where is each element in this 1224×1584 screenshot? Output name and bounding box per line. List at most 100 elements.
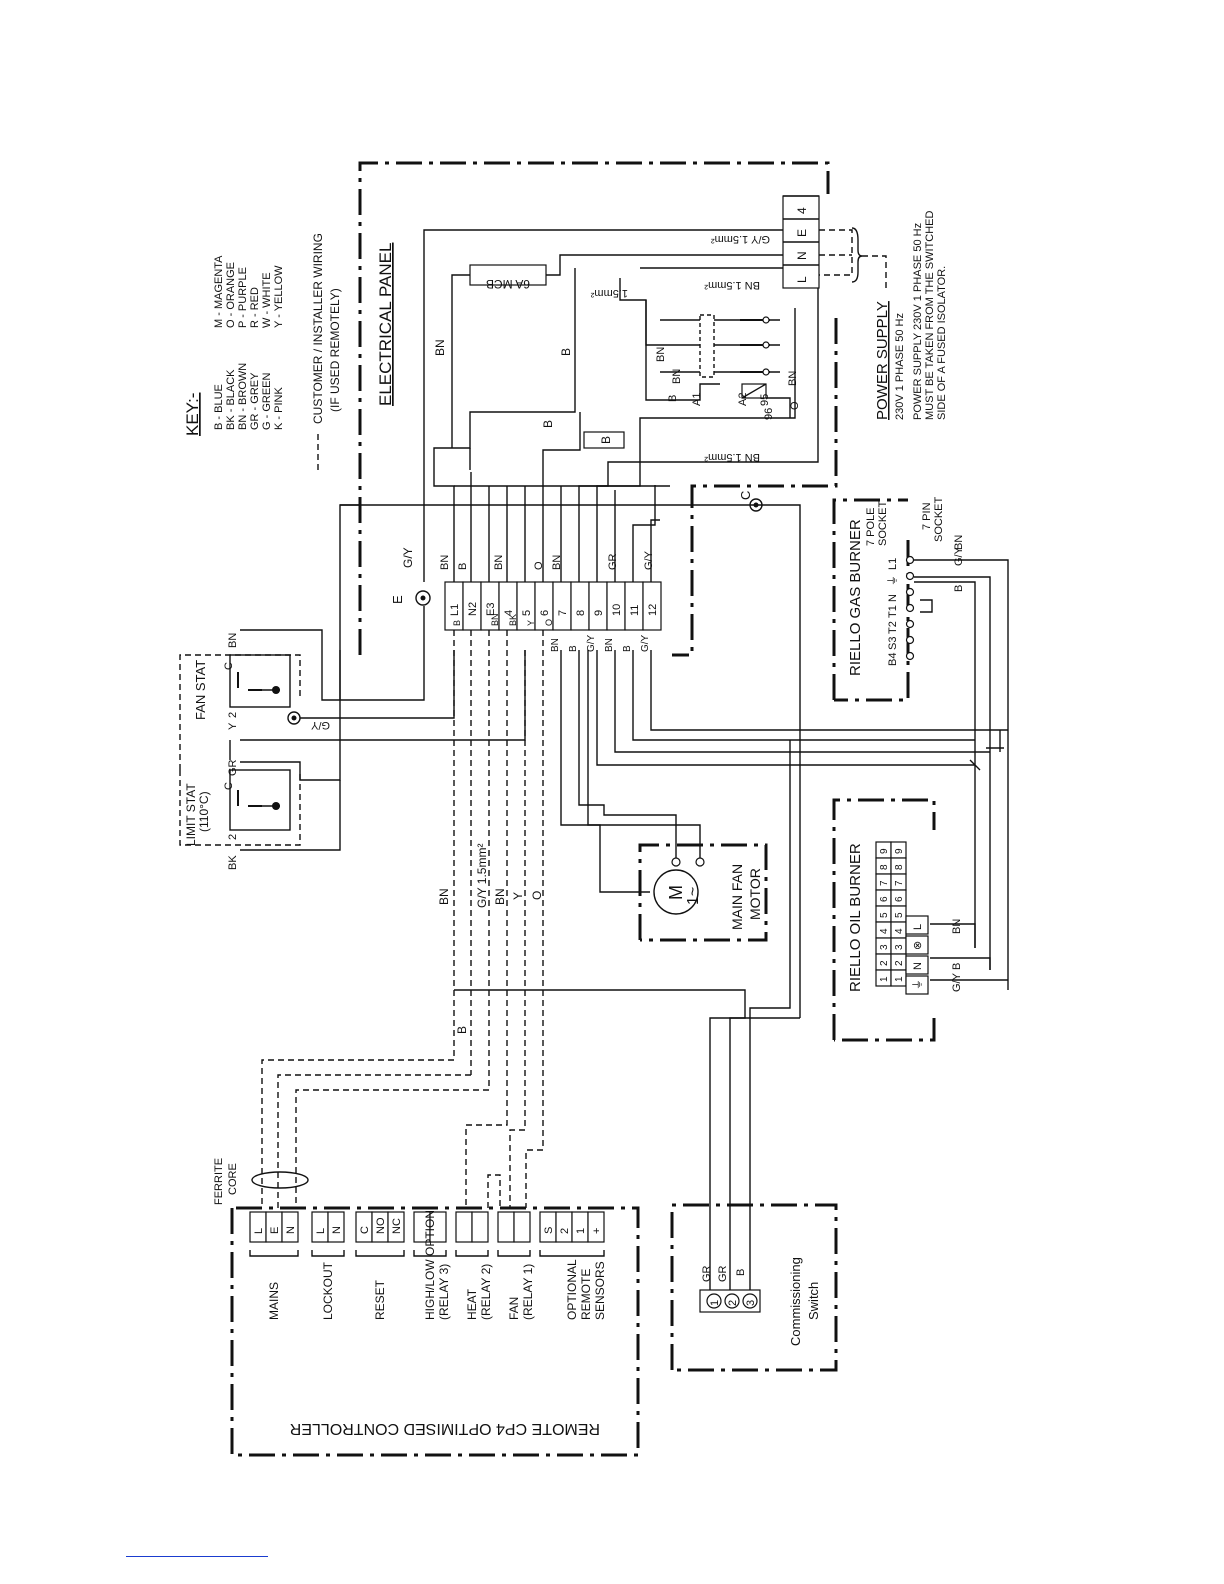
gas-pin	[905, 555, 915, 565]
key-entry: M - MAGENTA	[213, 255, 225, 328]
bottom-wire-label: G/Y	[586, 634, 597, 652]
oil-terminal-label: 4	[894, 928, 905, 934]
ext-wire-label: O	[544, 619, 554, 626]
comm-wire-b: B	[735, 1269, 747, 1276]
oil-terminal-label: 7	[894, 880, 905, 886]
gas-pin	[905, 587, 915, 597]
controller-terminal-label: +	[591, 1228, 603, 1234]
panel-terminal	[588, 581, 608, 631]
contactor-label: A2	[737, 393, 749, 406]
fan-stat-2: 2	[227, 712, 239, 718]
controller-terminal	[497, 1211, 515, 1243]
controller-terminal	[571, 1211, 589, 1243]
controller-terminal	[555, 1211, 573, 1243]
oil-terminal-label: 8	[879, 864, 890, 870]
key-entry: P - PURPLE	[237, 267, 249, 328]
ferrite-core	[251, 1171, 309, 1189]
key-entry: W - WHITE	[261, 272, 273, 328]
ferrite-line1: FERRITE	[213, 1158, 225, 1205]
fan-stat-y: Y	[227, 722, 239, 730]
ext-wire-label: BK	[508, 614, 518, 626]
wire-gy-label: G/Y 1.5mm²	[711, 233, 770, 245]
key-entry: BK - BLACK	[225, 369, 237, 430]
cable-bn1: BN	[437, 888, 451, 905]
key-entry: R - RED	[249, 287, 261, 328]
top-wire-label: G/Y	[643, 550, 655, 570]
panel-terminal-label: L1	[449, 604, 461, 616]
oil-side-terminal	[905, 955, 929, 975]
key-entry: B - BLUE	[213, 384, 225, 430]
panel-terminal	[642, 581, 662, 631]
contactor-label: BN	[671, 369, 683, 384]
cable-gy: G/Y 1.5mm²	[475, 844, 489, 908]
gas-pin-label: L1	[887, 558, 899, 570]
fan-stat-title: FAN STAT	[193, 660, 208, 720]
gas-pin	[905, 619, 915, 629]
gas-pin-label: ⏚	[886, 575, 899, 586]
gas-pin-label: S3	[887, 637, 899, 650]
oil-wire-gy: G/Y	[951, 972, 963, 992]
ferrite-line2: CORE	[227, 1163, 239, 1195]
oil-terminal-label: 1	[894, 976, 905, 982]
page-footer-rule	[126, 1556, 268, 1557]
contactor-label: BN	[787, 371, 799, 386]
controller-terminal-label: S	[543, 1227, 555, 1234]
controller-terminal-label: C	[359, 1226, 371, 1234]
vert-b3-label: B	[599, 436, 613, 444]
gas-pin-label: T2	[887, 621, 899, 634]
controller-terminal-label: NO	[375, 1217, 387, 1234]
ps-note1: POWER SUPPLY 230V 1 PHASE 50 Hz	[912, 223, 924, 420]
oil-side-terminal	[905, 975, 929, 995]
controller-group-label: (RELAY 3)	[437, 1264, 451, 1320]
comm-terminal	[724, 1293, 740, 1309]
panel-terminal-label: E3	[485, 603, 497, 616]
bottom-wire-label: B	[622, 645, 633, 652]
controller-title: REMOTE CP4 OPTIMISED CONTROLLER	[290, 1420, 600, 1437]
panel-terminal-label: 10	[611, 604, 623, 616]
controller-terminal	[455, 1211, 473, 1243]
mcb-label: 6A MCB	[486, 277, 530, 291]
ps-terminal-label: E	[795, 229, 809, 237]
oil-terminal-label: 6	[894, 896, 905, 902]
limit-stat-title1: LIMIT STAT	[184, 783, 198, 846]
panel-terminal-label: 7	[557, 610, 569, 616]
bottom-wire-label: BN	[604, 638, 615, 652]
oil-terminal-label: 3	[879, 944, 890, 950]
wire-15-label: 1.5mm²	[590, 287, 628, 299]
gas-wire-b: B	[953, 585, 965, 592]
riello-gas-burner: RIELLO GAS BURNER 7 POLE SOCKET 7 PIN SO…	[832, 496, 1009, 990]
motor-symbol	[653, 869, 699, 915]
limit-stat: LIMIT STAT (110°C) C GR BK 2	[179, 650, 341, 870]
panel-terminal	[570, 581, 590, 631]
wire-bn2-label: BN 1.5mm²	[704, 451, 760, 463]
electrical-panel-title: ELECTRICAL PANEL	[376, 243, 395, 406]
vert-b2-label: B	[541, 420, 555, 428]
limit-stat-c: C	[223, 782, 235, 790]
comm-terminal-label: 3	[745, 1300, 757, 1306]
limit-stat-gr: GR	[227, 759, 239, 776]
oil-title: RIELLO OIL BURNER	[847, 843, 864, 992]
panel-terminal	[552, 581, 572, 631]
gas-pin	[905, 603, 915, 613]
limit-stat-2: 2	[227, 834, 239, 840]
main-fan-motor: M 1~ MAIN FAN MOTOR	[638, 843, 768, 942]
comm-terminal	[742, 1293, 758, 1309]
controller-terminal	[471, 1211, 489, 1243]
oil-terminal-label: 9	[894, 848, 905, 854]
controller-group-label: OPTIONAL	[565, 1259, 579, 1320]
contactor-label: O	[789, 401, 801, 410]
fan-stat-c: C	[223, 662, 235, 670]
oil-side-label: N	[912, 962, 924, 970]
comm-terminal	[706, 1293, 722, 1309]
ps-note2: MUST BE TAKEN FROM THE SWITCHED	[924, 211, 936, 420]
